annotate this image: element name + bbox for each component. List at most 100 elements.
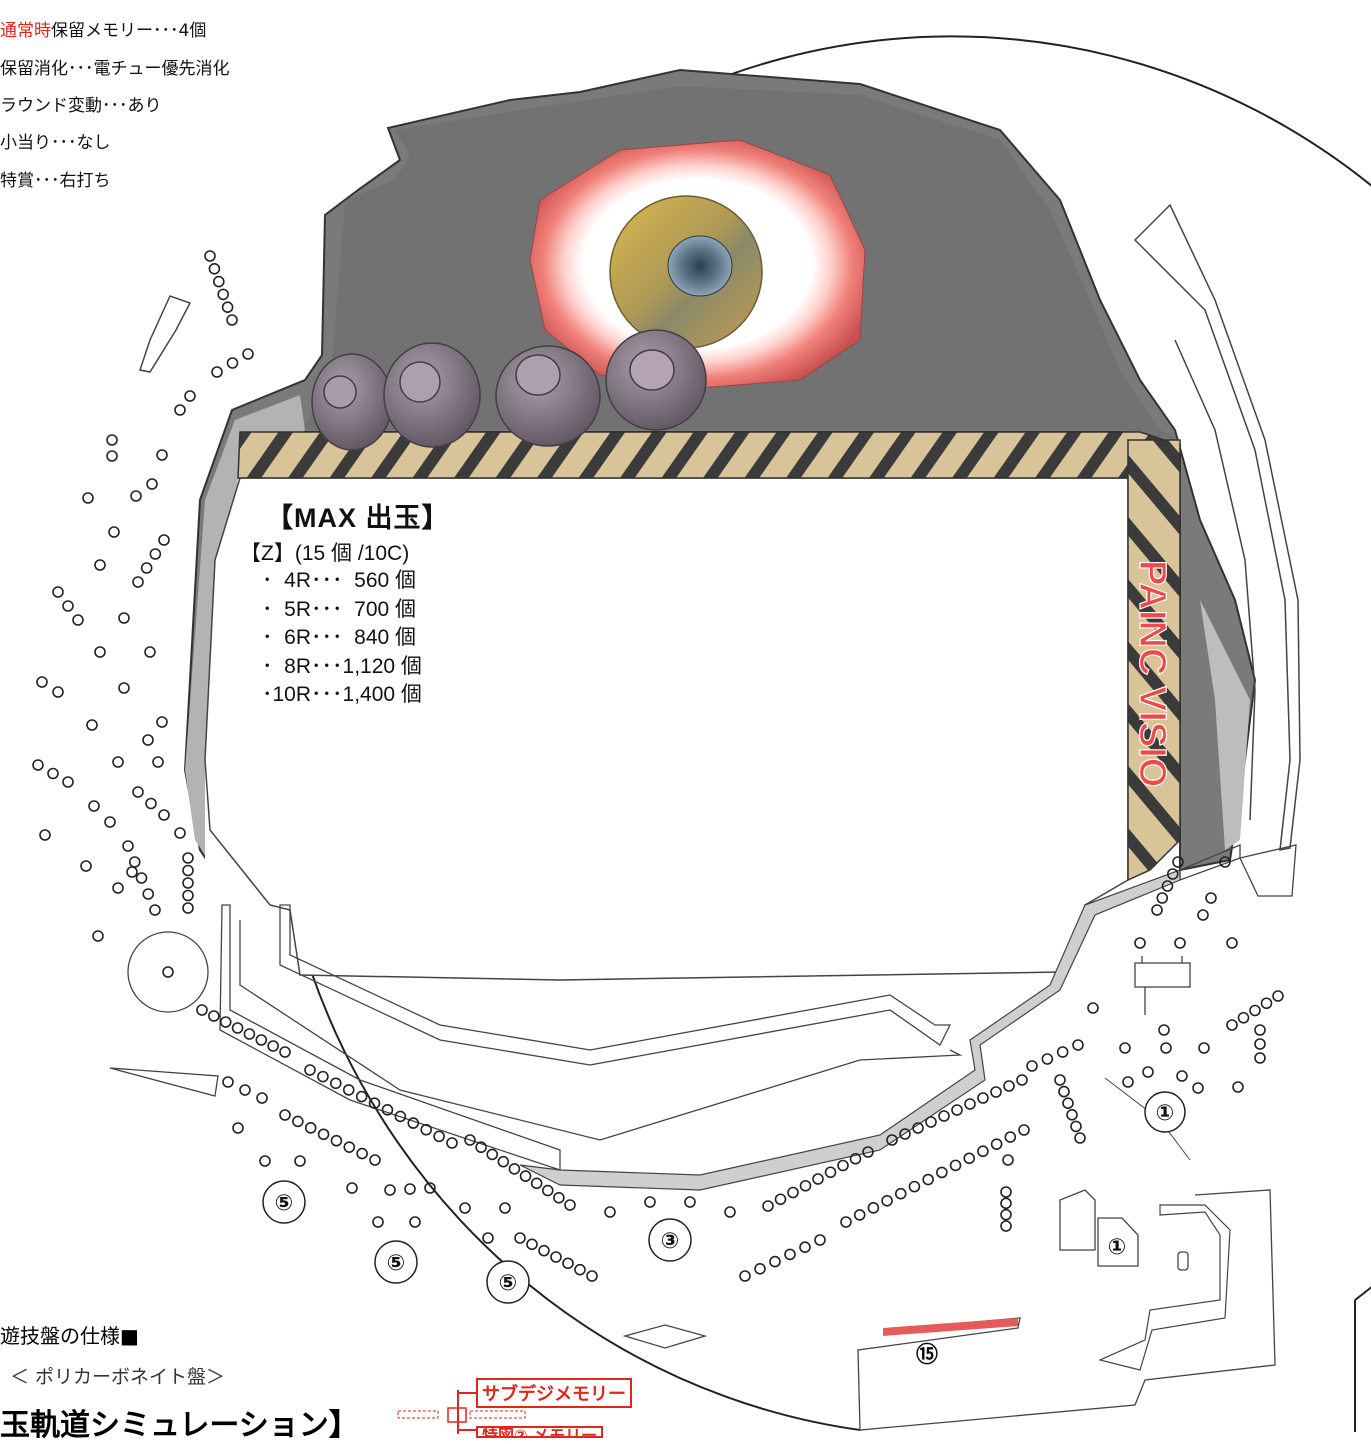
nail-pin xyxy=(62,776,74,788)
nail-pin xyxy=(762,1200,774,1212)
nail-pin xyxy=(1070,1120,1082,1133)
nail-pin xyxy=(158,534,170,546)
nail-pin xyxy=(122,840,134,852)
nail-pin xyxy=(256,1092,268,1104)
nail-pin xyxy=(1062,1097,1074,1109)
nail-pin xyxy=(94,646,106,658)
nail-pin xyxy=(990,1086,1002,1098)
nail-pin xyxy=(787,1186,799,1199)
nail-pin xyxy=(112,756,124,768)
side-logo: PAINC VISIO xyxy=(1131,560,1173,787)
nail-pin xyxy=(47,767,59,780)
spec-line-round: ラウンド変動･･･あり xyxy=(0,96,162,116)
pocket-label-5a: ⑤ xyxy=(275,1191,294,1216)
nail-pin xyxy=(112,882,124,894)
nail-pin xyxy=(881,1194,893,1207)
nail-pin xyxy=(862,1146,874,1158)
max-payout-row: ･ 6R･･･ 840 個 xyxy=(262,626,417,649)
nail-pin xyxy=(899,1128,911,1140)
nail-pin xyxy=(243,1028,256,1040)
pocket-circles xyxy=(262,1091,1186,1304)
nail-pin xyxy=(1172,856,1184,868)
nail-pin xyxy=(208,262,221,275)
nail-pin xyxy=(342,1084,355,1096)
nail-pin xyxy=(356,1147,368,1160)
hazard-stripe-right xyxy=(1127,439,1181,882)
nail-pin xyxy=(1058,1085,1070,1098)
nail-pin xyxy=(886,1134,898,1146)
nail-pin xyxy=(317,1070,329,1083)
nail-pin xyxy=(724,1206,736,1218)
nail-pin xyxy=(226,357,239,369)
nail-pin xyxy=(145,797,157,810)
nail-pin xyxy=(208,1010,220,1022)
nail-pin xyxy=(144,646,156,658)
nail-pin xyxy=(837,1159,849,1172)
nail-pin xyxy=(404,1183,416,1195)
nail-pin xyxy=(369,1154,381,1166)
nail-pin xyxy=(586,1270,598,1282)
nail-pin xyxy=(446,1137,458,1149)
nail-pin xyxy=(604,1206,616,1218)
nail-pin xyxy=(182,889,194,902)
nail-pin xyxy=(221,301,234,314)
nail-pin xyxy=(908,1180,921,1193)
nail-pin xyxy=(182,852,194,864)
nail-pin xyxy=(922,1173,934,1186)
nail-pin xyxy=(1016,1074,1028,1086)
nail-pin xyxy=(1087,1002,1099,1014)
nail-pin xyxy=(499,1202,511,1214)
nail-pin xyxy=(317,1128,330,1141)
nail-pin xyxy=(182,902,194,914)
nail-pin xyxy=(86,719,98,731)
nail-pin xyxy=(36,676,48,688)
nail-pin xyxy=(562,1257,574,1270)
nail-pin xyxy=(1119,1042,1131,1054)
nail-pin xyxy=(1000,1186,1012,1198)
nail-pin xyxy=(990,1138,1003,1150)
nail-pin xyxy=(174,827,186,839)
pocket-label-1b: ① xyxy=(1108,1235,1127,1260)
nail-pin xyxy=(384,1184,396,1196)
nail-pin xyxy=(255,1034,268,1046)
nail-pin xyxy=(1158,1024,1170,1036)
nail-pin xyxy=(108,526,120,538)
nail-pin xyxy=(644,1196,656,1208)
nail-pin xyxy=(684,1196,696,1208)
nail-pin xyxy=(1002,1154,1014,1166)
nail-pin xyxy=(80,860,92,872)
nail-pin xyxy=(239,1084,251,1096)
nail-pin xyxy=(1151,904,1163,916)
nail-pin xyxy=(1226,1019,1238,1031)
nail-pin xyxy=(964,1098,976,1110)
nail-pin xyxy=(106,434,118,446)
nail-pin xyxy=(1000,1197,1012,1210)
nail-pin xyxy=(1232,1081,1244,1093)
nail-pin xyxy=(381,1104,394,1116)
nail-pin xyxy=(204,250,216,262)
nail-pin xyxy=(514,1232,526,1244)
nail-pin xyxy=(343,1141,356,1153)
nail-pin xyxy=(799,1241,811,1253)
nail-pin xyxy=(564,1199,576,1211)
nail-pin xyxy=(211,366,223,378)
nail-pin xyxy=(1026,1060,1038,1072)
nail-pin xyxy=(1018,1124,1030,1136)
nail-pin xyxy=(140,562,153,574)
nail-pin xyxy=(420,1123,432,1136)
nail-pin xyxy=(156,449,168,461)
board-spec-heading: 遊技盤の仕様■ xyxy=(0,1324,139,1348)
nail-pin xyxy=(409,1216,421,1228)
nail-pin xyxy=(162,966,174,978)
nail-pin xyxy=(1237,1011,1250,1024)
nail-pin xyxy=(196,1004,208,1016)
nail-pin xyxy=(1198,1042,1210,1054)
nail-pin xyxy=(156,716,168,728)
board-type: ＜ ポリカーボネイト盤＞ xyxy=(10,1366,226,1388)
nail-pin xyxy=(72,614,84,626)
nail-pin xyxy=(1041,1053,1054,1065)
pocket-label-1a: ① xyxy=(1156,1101,1175,1126)
nail-pin xyxy=(1156,892,1169,904)
